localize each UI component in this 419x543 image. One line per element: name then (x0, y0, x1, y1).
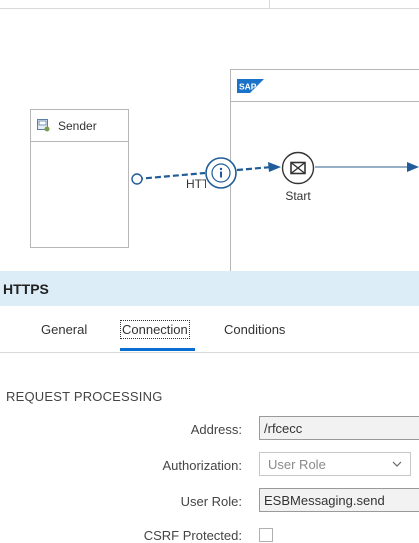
sap-logo-icon: SAP (237, 78, 264, 93)
integration-flow-canvas[interactable]: Sender SAP HTTPS Start (0, 9, 419, 279)
participant-icon (37, 119, 50, 132)
tab-conditions[interactable]: Conditions (224, 322, 286, 337)
connection-label: HTTPS (186, 177, 206, 191)
tab-connection[interactable]: Connection (120, 320, 190, 339)
authorization-label: Authorization: (162, 458, 243, 473)
user-role-label: User Role: (180, 494, 242, 509)
address-label: Address: (190, 422, 242, 437)
tab-general[interactable]: General (41, 322, 88, 337)
sender-label: Sender (58, 118, 97, 133)
start-label: Start (285, 189, 311, 203)
flow-connections (131, 162, 419, 185)
csrf-label: CSRF Protected: (143, 528, 242, 543)
top-toolbar (0, 0, 419, 9)
address-input[interactable]: /rfcecc (259, 416, 419, 440)
sender-participant[interactable]: Sender (30, 109, 129, 248)
sender-header: Sender (31, 110, 128, 142)
active-tab-indicator (120, 348, 195, 351)
authorization-value: User Role (268, 456, 326, 472)
info-icon[interactable] (204, 156, 238, 190)
toolbar-separator (269, 0, 270, 8)
svg-text:SAP: SAP (239, 81, 257, 91)
chevron-down-icon (392, 461, 402, 467)
pool-header: SAP (231, 70, 419, 102)
integration-process-pool[interactable]: SAP (230, 69, 419, 279)
address-value: /rfcecc (264, 420, 303, 436)
user-role-value: ESBMessaging.send (264, 492, 385, 508)
authorization-select[interactable]: User Role (259, 452, 411, 476)
properties-panel-title: HTTPS (0, 271, 419, 306)
section-request-processing: REQUEST PROCESSING (6, 389, 163, 404)
properties-tabs: General Connection Conditions (0, 306, 419, 353)
start-message-event-icon[interactable] (281, 151, 315, 185)
user-role-input[interactable]: ESBMessaging.send (259, 488, 419, 512)
